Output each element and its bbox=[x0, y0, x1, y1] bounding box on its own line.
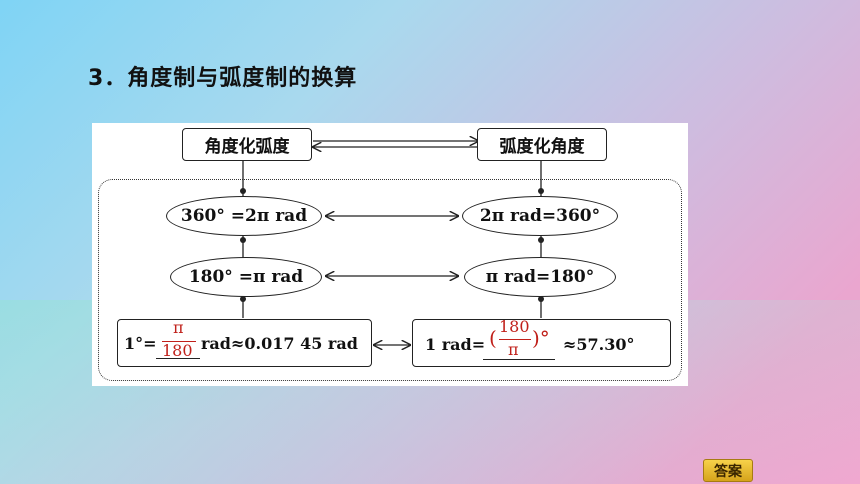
frac-pi: π bbox=[173, 318, 184, 337]
frac-180: 180 bbox=[162, 341, 193, 360]
frac-180-num: 180 bbox=[499, 317, 530, 336]
deg-to-rad-box: 角度化弧度 bbox=[182, 128, 312, 161]
fraction-bar bbox=[162, 341, 196, 342]
paren-open: ( bbox=[489, 326, 497, 350]
one-degree-suffix: rad≈0.017 45 rad bbox=[201, 334, 358, 353]
ellipse-180-right: π rad=180° bbox=[464, 257, 616, 297]
paren-close: )° bbox=[532, 326, 550, 350]
one-radian-suffix: ≈57.30° bbox=[563, 335, 635, 354]
one-radian-box: 1 rad= ( 180 π )° ≈57.30° bbox=[412, 317, 671, 367]
ellipse-360-right: 2π rad=360° bbox=[462, 196, 618, 236]
section-heading: 3．角度制与弧度制的换算 bbox=[88, 66, 358, 91]
one-degree-prefix: 1°= bbox=[124, 334, 157, 353]
ellipse-180-left: 180° =π rad bbox=[170, 257, 322, 297]
fraction-bar-right bbox=[499, 339, 531, 340]
one-radian-prefix: 1 rad= bbox=[425, 335, 486, 354]
conversion-diagram: 角度化弧度 弧度化角度 360° =2π rad 2π rad=360° 180… bbox=[92, 123, 688, 386]
rad-to-deg-box: 弧度化角度 bbox=[477, 128, 607, 161]
one-degree-box: 1°= π 180 rad≈0.017 45 rad bbox=[117, 318, 372, 367]
answer-button[interactable]: 答案 bbox=[703, 459, 753, 482]
ellipse-360-left: 360° =2π rad bbox=[166, 196, 322, 236]
blank-underline bbox=[156, 358, 200, 359]
blank-underline-right bbox=[483, 359, 555, 360]
dotted-frame bbox=[98, 179, 682, 381]
frac-pi-den: π bbox=[508, 340, 519, 359]
